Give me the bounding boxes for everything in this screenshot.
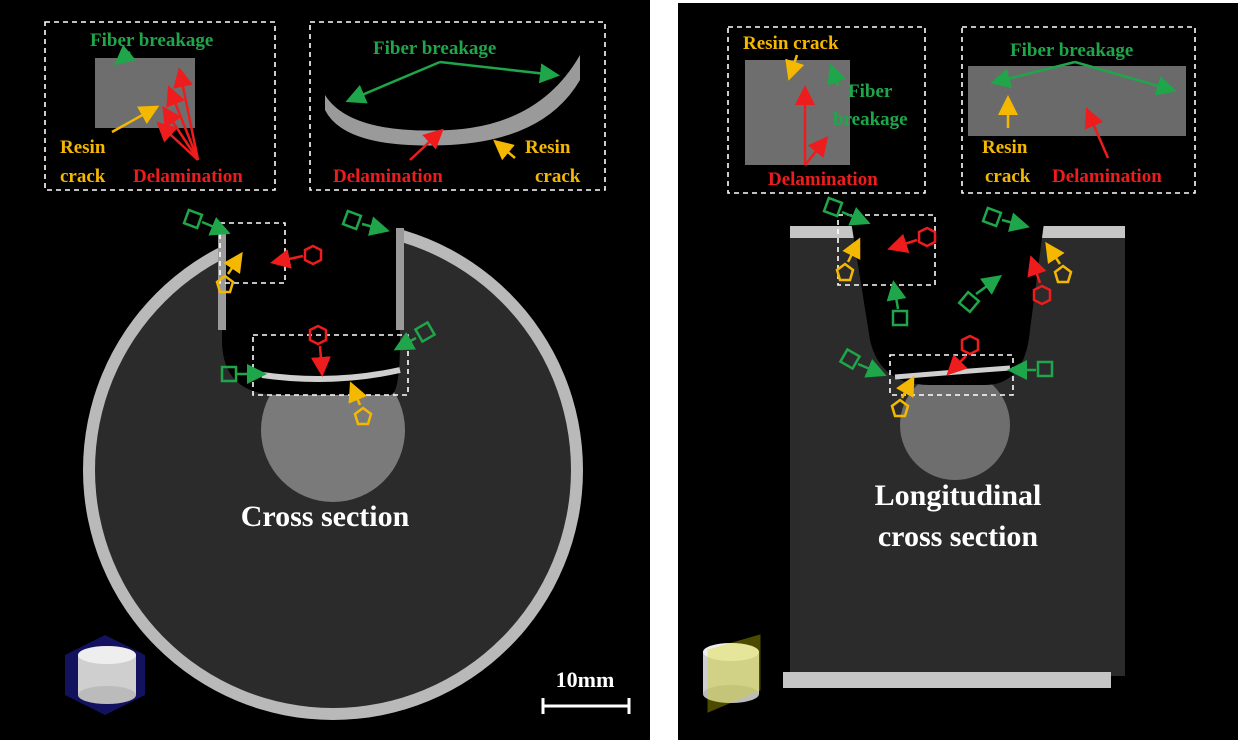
longitudinal-section-panel: Resin crack Fiber breakage Delamination … [678,3,1238,740]
label-crack: crack [60,166,106,187]
panel-title-cross-section: Cross section [241,500,410,533]
label-fiber: Fiber [848,81,893,102]
damage-markers-right [822,196,1073,418]
label-crack-3: crack [985,166,1031,187]
panel-title-line1: Longitudinal [875,479,1042,512]
zoom-region-4 [889,354,1014,396]
cross-section-panel: Fiber breakage Resin crack Delamination … [0,0,650,740]
orientation-cylinder-icon [65,635,145,715]
label-fiber-breakage-2: Fiber breakage [373,38,496,59]
label-delamination-2: Delamination [333,166,443,187]
zoom-region-3 [837,214,936,286]
damage-markers [182,208,437,426]
label-fiber-breakage: Fiber breakage [90,30,213,51]
label-resin-crack: Resin crack [743,33,839,54]
label-resin: Resin [60,137,106,158]
scale-bar-label: 10mm [556,667,615,692]
label-delamination-4: Delamination [1052,166,1162,187]
specimen-ring [83,215,583,720]
label-breakage: breakage [833,109,908,130]
label-crack-2: crack [535,166,581,187]
label-fiber-breakage-3: Fiber breakage [1010,40,1133,61]
inset-image-4 [968,66,1186,136]
scale-bar [541,698,631,714]
inset-box-4 [961,26,1196,194]
label-delamination-3: Delamination [768,169,878,190]
label-resin-3: Resin [982,137,1028,158]
inset-box-3 [727,26,926,194]
inset-box-2 [309,21,606,191]
specimen-rectangle [783,215,1125,688]
panel-title-line2: cross section [878,520,1039,553]
inset-box-1 [44,21,276,191]
orientation-cylinder-icon-right [703,634,761,713]
label-delamination: Delamination [133,166,243,187]
label-resin-2: Resin [525,137,571,158]
inset-image-2 [325,55,580,146]
